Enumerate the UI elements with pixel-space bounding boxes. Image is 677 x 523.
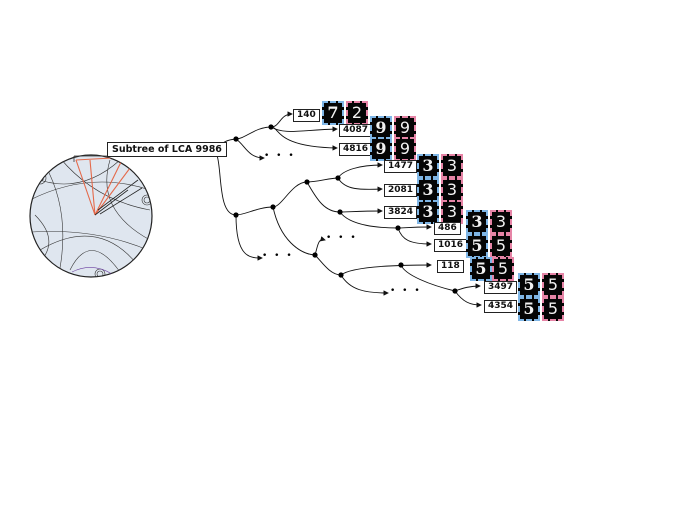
sample-image-pink: 5 xyxy=(490,234,512,258)
sample-image-blue: 9 xyxy=(370,137,392,161)
sample-image-blue: 5 xyxy=(518,273,540,297)
sample-image-pink: 5 xyxy=(542,273,564,297)
ellipsis-lower-mid: • • • xyxy=(326,233,358,243)
internal-nodes xyxy=(233,124,458,294)
ellipsis-lower-right: • • • xyxy=(390,286,422,296)
hyperbolic-disk xyxy=(29,154,153,278)
sample-image-blue: 3 xyxy=(417,178,439,202)
leaf-id-label: 4816 xyxy=(339,143,373,156)
sample-image-blue: 5 xyxy=(518,297,540,321)
sample-image-pink: 3 xyxy=(441,178,463,202)
leaf-id-label: 1016 xyxy=(434,239,468,252)
sample-image-blue: 3 xyxy=(417,200,439,224)
ellipsis-upper: • • • xyxy=(264,151,296,161)
subtree-title: Subtree of LCA 9986 xyxy=(107,142,227,157)
leaf-id-label: 486 xyxy=(434,222,461,235)
leaf-id-label: 3497 xyxy=(484,281,518,294)
sample-image-blue: 5 xyxy=(466,234,488,258)
leaf-id-label: 1477 xyxy=(384,160,418,173)
ellipsis-lower-left: • • • xyxy=(262,251,294,261)
sample-image-pink: 5 xyxy=(492,257,514,281)
sample-image-pink: 3 xyxy=(441,200,463,224)
sample-image-blue: 7 xyxy=(322,101,344,125)
sample-image-pink: 5 xyxy=(542,297,564,321)
sample-image-pink: 2 xyxy=(346,101,368,125)
leaf-id-label: 4354 xyxy=(484,300,518,313)
leaf-id-label: 3824 xyxy=(384,206,418,219)
sample-image-blue: 3 xyxy=(466,210,488,234)
leaf-id-label: 140 xyxy=(293,109,320,122)
leaf-id-label: 4087 xyxy=(339,124,373,137)
sample-image-pink: 9 xyxy=(394,137,416,161)
sample-image-blue: 3 xyxy=(417,154,439,178)
sample-image-blue: 5 xyxy=(470,257,492,281)
leaf-id-label: 2081 xyxy=(384,184,418,197)
leaf-id-label: 118 xyxy=(437,260,464,273)
sample-image-pink: 3 xyxy=(441,154,463,178)
sample-image-pink: 3 xyxy=(490,210,512,234)
